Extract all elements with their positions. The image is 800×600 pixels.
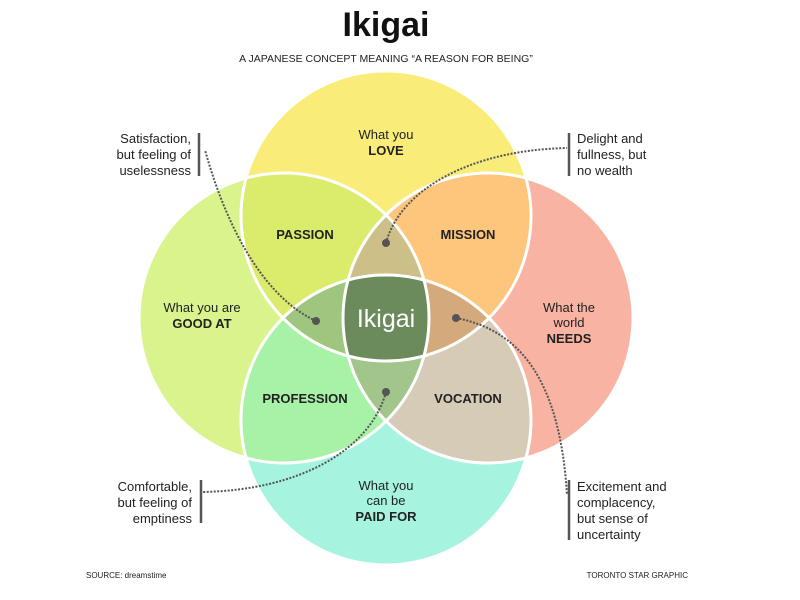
svg-text:but sense of: but sense of [577,511,648,526]
svg-text:but feeling of: but feeling of [117,147,192,162]
footer-credit: TORONTO STAR GRAPHIC [587,571,689,580]
callout-comfortable: Comfortable, but feeling of emptiness [118,479,193,526]
label-vocation: VOCATION [434,391,502,406]
paid-line1: What you [359,478,414,493]
callout-delight: Delight and fullness, but no wealth [577,131,647,178]
callout-brackets [197,133,571,540]
svg-text:complacency,: complacency, [577,495,656,510]
callout-excitement: Excitement and complacency, but sense of… [577,479,667,542]
label-mission: MISSION [441,227,496,242]
title: Ikigai [343,6,430,44]
needs-line1: What the [543,300,595,315]
circle-outlines [137,69,635,567]
leader-dots [312,239,460,396]
love-line1: What you [359,127,414,142]
svg-text:uncertainty: uncertainty [577,527,641,542]
good-line2: GOOD AT [172,316,231,331]
svg-text:emptiness: emptiness [133,511,193,526]
svg-text:Delight and: Delight and [577,131,643,146]
leader-lines [202,147,568,496]
label-passion: PASSION [276,227,334,242]
label-profession: PROFESSION [262,391,347,406]
subtitle: A JAPANESE CONCEPT MEANING “A REASON FOR… [239,53,533,65]
callout-satisfaction: Satisfaction, but feeling of uselessness [117,131,192,178]
svg-text:but feeling of: but feeling of [118,495,193,510]
needs-line2: world [552,315,584,330]
paid-line3: PAID FOR [355,509,417,524]
svg-text:no wealth: no wealth [577,163,633,178]
paid-line2: can be [366,493,405,508]
svg-text:Satisfaction,: Satisfaction, [120,131,191,146]
needs-line3: NEEDS [547,331,592,346]
good-line1: What you are [163,300,240,315]
footer-source: SOURCE: dreamstime [86,571,167,580]
love-line2: LOVE [368,143,404,158]
svg-text:uselessness: uselessness [119,163,191,178]
svg-text:Comfortable,: Comfortable, [118,479,192,494]
svg-text:Excitement and: Excitement and [577,479,667,494]
svg-text:fullness, but: fullness, but [577,147,647,162]
label-ikigai: Ikigai [357,305,415,333]
